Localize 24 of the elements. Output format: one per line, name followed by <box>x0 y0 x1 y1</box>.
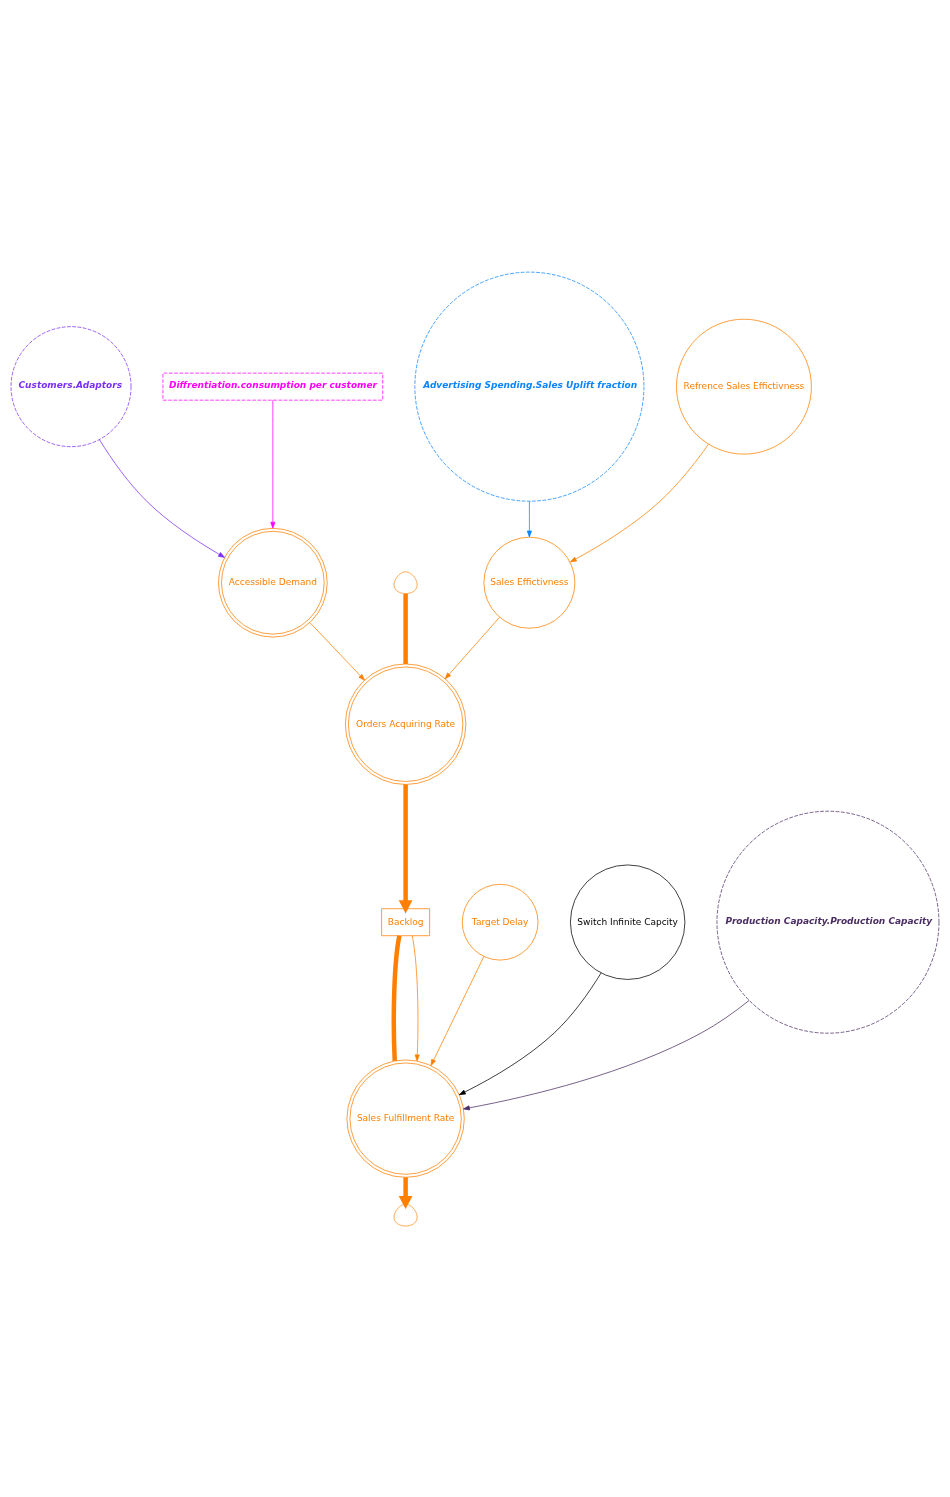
node-circle: Advertising Spending.Sales Uplift fraction <box>414 271 645 502</box>
arrow <box>411 934 420 1061</box>
arrow <box>526 500 532 537</box>
arrow <box>270 399 276 529</box>
node-cloud <box>393 570 418 594</box>
connector <box>391 934 402 1061</box>
node-circle: Customers.Adaptors <box>10 325 132 447</box>
connector <box>403 593 408 664</box>
node-cloud <box>393 1203 418 1226</box>
arrow <box>309 621 365 681</box>
node-circle: Production Capacity.Production Capacity <box>716 810 940 1034</box>
arrow <box>398 1176 413 1209</box>
node-circle: Target Delay <box>461 883 539 960</box>
node-circle: Switch Infinite Capcity <box>570 864 686 980</box>
arrow <box>463 999 750 1110</box>
node-box: Diffrentiation.consumption per customer <box>162 372 384 401</box>
arrow <box>430 955 485 1066</box>
arrow <box>444 616 500 679</box>
node-circle: Refrence Sales Effictivness <box>676 318 812 454</box>
arrow <box>459 972 602 1095</box>
arrow <box>398 783 413 913</box>
arrow <box>99 438 225 558</box>
node-box: Backlog <box>381 907 430 936</box>
arrow <box>570 443 709 562</box>
